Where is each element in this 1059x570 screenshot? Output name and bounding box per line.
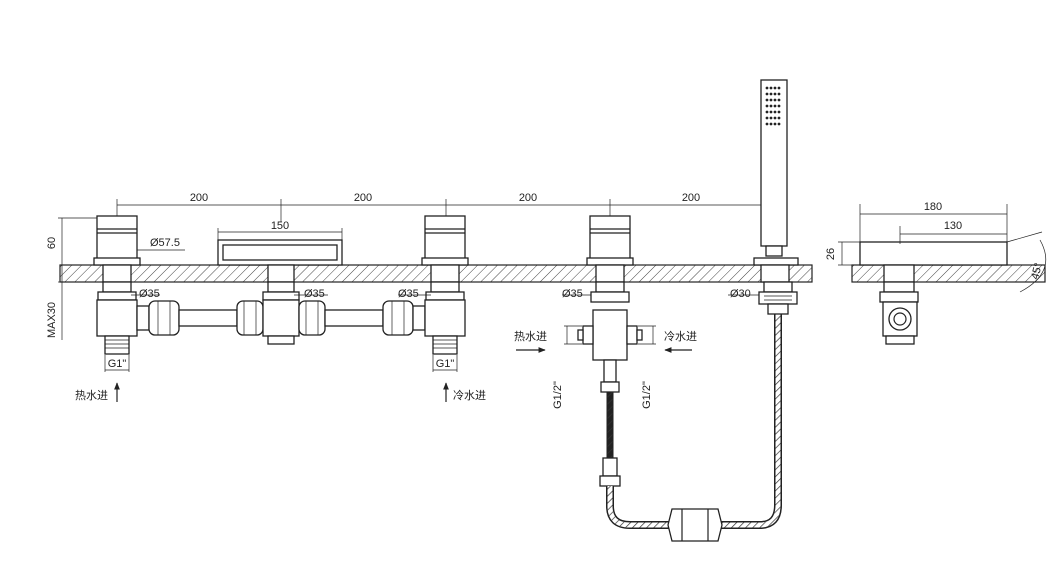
braided-hose [599,281,798,542]
side-view-dimensions: 180 130 26 45° [825,201,1047,293]
cold-water-inlet-right: 冷水进 [443,382,486,402]
shower-nozzle-dots [765,86,781,126]
dim-spacing-3: 200 [519,192,537,204]
manifold-center [262,281,426,345]
thread-half-dims: G1/2" G1/2" [552,325,656,409]
label-cold-in-valve: 冷水进 [664,330,697,343]
right-handle-cold [421,215,469,283]
hand-shower [753,79,799,283]
diverter-valve [577,281,643,393]
dim-max30: MAX30 [46,302,58,338]
label-hot-in-left: 热水进 [75,389,108,402]
manifold-left [96,281,264,355]
dim-spout-width: 150 [271,220,289,232]
dim-thread-half-left: G1/2" [552,381,564,409]
dim-spacing-4: 200 [682,192,700,204]
dim-spacing-2: 200 [354,192,372,204]
valve-inlet-labels: 热水进 冷水进 [514,330,697,353]
diverter-handle [586,215,634,283]
thread-g1-right: G1" [432,355,458,372]
thread-g1-left: G1" [104,355,130,372]
dim-d30: Ø30 [730,288,751,300]
shank-diameter-labels: Ø35 Ø35 Ø35 Ø35 Ø30 [131,288,761,300]
dim-height-60: 60 [46,237,58,249]
top-dimension-chain: 200 200 200 200 [116,192,772,222]
left-handle-hot [93,215,141,283]
dim-d35-a: Ø35 [139,288,160,300]
label-cold-in-right: 冷水进 [453,389,486,402]
dim-side-26: 26 [825,248,837,260]
dim-thread-g1-right: G1" [436,358,455,370]
dim-side-180: 180 [924,201,942,213]
dim-thread-g1-left: G1" [108,358,127,370]
label-hot-in-valve: 热水进 [514,330,547,343]
dim-angle-45: 45° [1029,262,1045,281]
dim-side-130: 130 [944,220,962,232]
spout: 150 [217,220,343,283]
dim-handle-diameter: Ø57.5 [150,237,180,249]
side-view-spout [859,241,1008,345]
left-vertical-dimensions: 60 MAX30 [46,217,100,340]
dim-thread-half-right: G1/2" [641,381,653,409]
dim-d35-c: Ø35 [398,288,419,300]
dim-spacing-1: 200 [190,192,208,204]
dim-d35-b: Ø35 [304,288,325,300]
manifold-right [424,281,466,355]
handle-diameter-dimension: Ø57.5 [137,237,185,251]
dim-d35-d: Ø35 [562,288,583,300]
hot-water-inlet-left: 热水进 [75,382,120,402]
